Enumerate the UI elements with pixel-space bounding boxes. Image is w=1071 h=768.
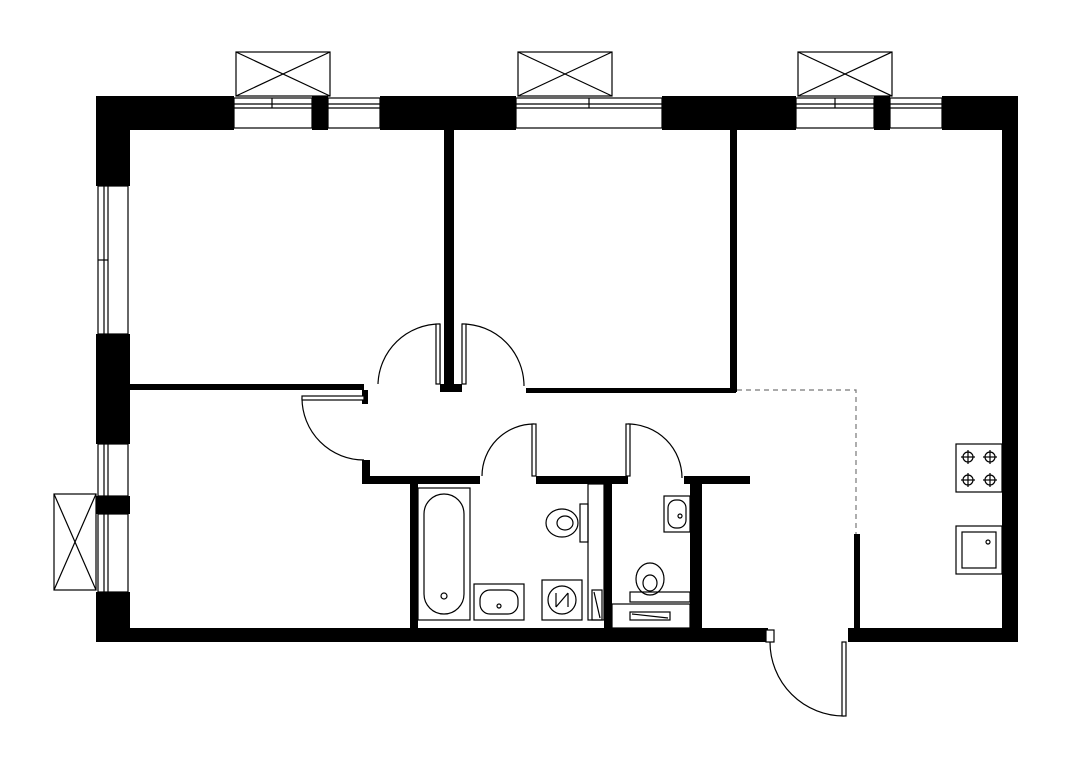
exterior-walls [96, 96, 1018, 642]
door-bedroom-1 [377, 323, 441, 385]
window-top-2 [327, 97, 381, 129]
burner-4 [983, 473, 997, 487]
doors [301, 323, 847, 717]
window-left-1 [97, 185, 129, 335]
ac-unit-left [53, 493, 97, 591]
window-top-3 [515, 97, 663, 129]
radiator-icon [587, 483, 605, 621]
toilet-room-toilet-icon [629, 562, 691, 603]
burner-2 [983, 450, 997, 464]
stove-icon [955, 443, 1003, 493]
door-entrance [765, 629, 847, 717]
kitchen-sink-icon [955, 525, 1003, 575]
toilet-icon [545, 503, 589, 543]
window-left-2 [97, 443, 129, 497]
bathtub-icon [417, 487, 471, 621]
windows [97, 97, 943, 593]
door-toilet [625, 423, 683, 479]
ac-unit-top-2 [517, 51, 613, 97]
washing-machine-icon [541, 579, 583, 621]
ac-unit-top-3 [797, 51, 893, 97]
ac-unit-top-1 [235, 51, 331, 97]
door-bedroom-3 [301, 395, 365, 461]
burner-3 [961, 473, 975, 487]
burner-1 [961, 450, 975, 464]
window-top-4 [795, 97, 875, 129]
door-bedroom-2 [461, 323, 525, 387]
interior-walls [130, 130, 860, 630]
washbasin-icon [473, 583, 525, 621]
window-top-1 [233, 97, 313, 129]
toilet-cabinet-icon [611, 603, 691, 629]
kitchen-zone-boundary [737, 389, 857, 534]
toilet-washbasin-icon [663, 495, 691, 533]
window-top-5 [889, 97, 943, 129]
window-left-3 [97, 513, 129, 593]
door-bathroom [481, 423, 537, 477]
ac-units [53, 51, 893, 591]
